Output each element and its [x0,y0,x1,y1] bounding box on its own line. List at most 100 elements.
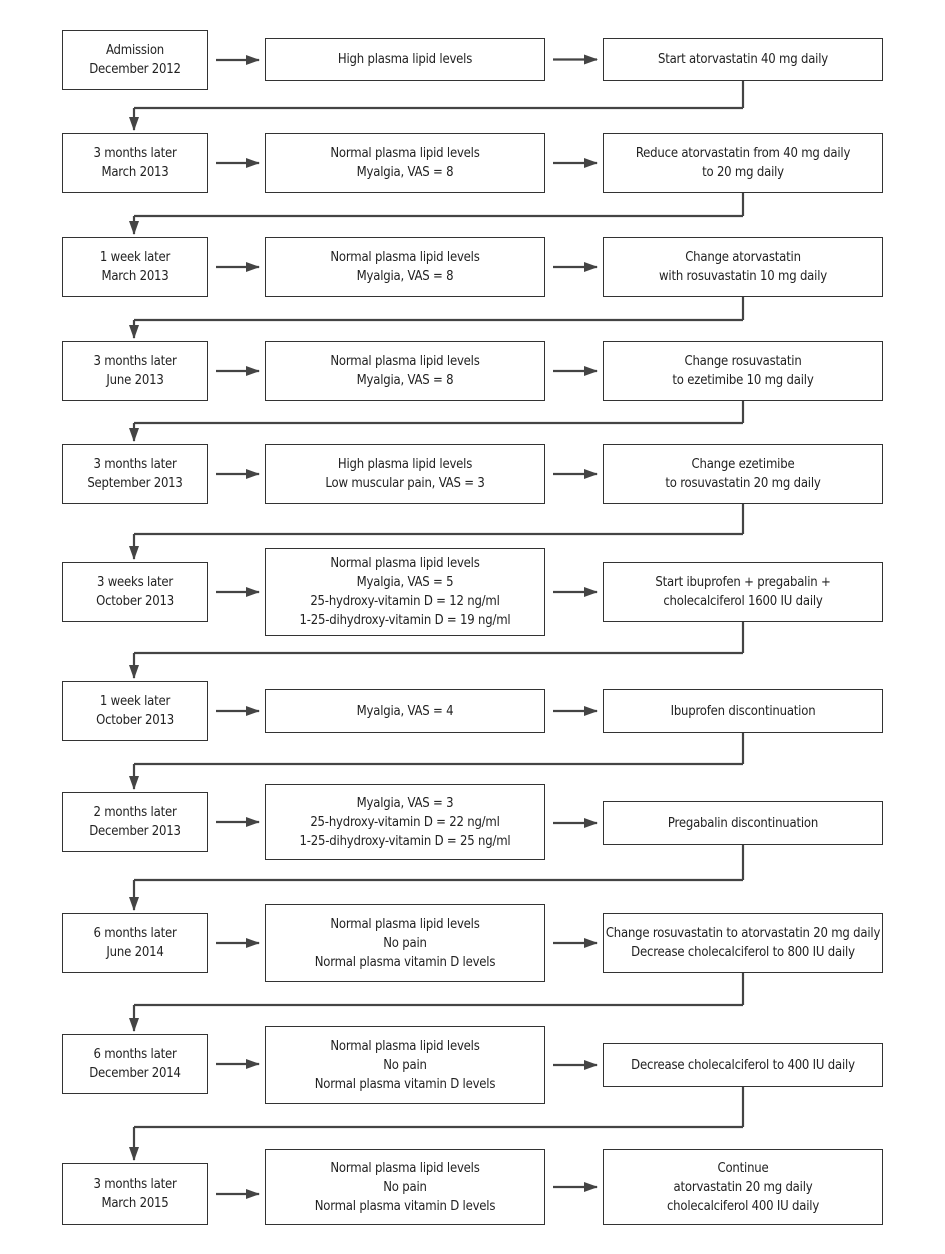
action-text-line: Reduce atorvastatin from 40 mg daily [635,146,851,161]
action-box: Change rosuvastatin to ezetimibe 10 mg da… [603,341,883,401]
action-box: Start atorvastatin 40 mg daily [603,38,883,81]
action-box: Pregabalin discontinuation [603,801,883,845]
finding-text-line: Myalgia, VAS = 5 [356,575,454,590]
finding-text-line: 25-hydroxy-vitamin D = 22 ng/ml [310,814,500,830]
finding-text-line: Normal plasma lipid levels [330,916,480,932]
date-text-line: 6 months later [93,926,177,941]
finding-box: High plasma lipid levels [265,38,545,81]
date-text-line: June 2014 [106,945,164,960]
action-text-line: Change rosuvastatin [684,354,802,369]
finding-text-line: Normal plasma lipid levels [330,1038,480,1054]
date-text-line: 3 months later [93,457,177,472]
finding-text-line: Myalgia, VAS = 3 [356,795,454,811]
action-box: Continue atorvastatin 20 mg daily cholecal… [603,1149,883,1225]
finding-text-line: 25-hydroxy-vitamin D = 12 ng/ml [310,594,500,609]
action-text-line: Decrease cholecalciferol to 800 IU daily [631,945,855,960]
action-box: Change atorvastatin with rosuvastatin 10 … [603,237,883,297]
action-text-line: to rosuvastatin 20 mg daily [665,476,821,491]
date-text-line: March 2013 [101,269,169,284]
finding-text-line: Myalgia, VAS = 8 [356,165,454,180]
date-text-line: December 2012 [89,62,181,77]
action-text-line: Change atorvastatin [685,250,801,265]
finding-text-line: Normal plasma vitamin D levels [314,1198,496,1214]
action-text-line: cholecalciferol 400 IU daily [666,1198,820,1214]
date-text-line: September 2013 [87,476,183,491]
finding-text-line: Normal plasma lipid levels [330,354,480,369]
date-text-line: Admission [105,43,165,58]
date-text-line: October 2013 [96,713,174,728]
action-text-line: Pregabalin discontinuation [667,815,819,831]
date-text-line: October 2013 [96,594,174,609]
action-box: Change rosuvastatin to atorvastatin 20 m… [603,913,883,973]
finding-text-line: No pain [383,1057,427,1073]
action-text-line: Decrease cholecalciferol to 400 IU daily [631,1057,855,1073]
action-box: Start ibuprofen + pregabalin + cholecalci… [603,562,883,622]
date-text-line: 3 weeks later [96,575,174,590]
finding-box: Myalgia, VAS = 4 [265,689,545,733]
finding-text-line: Low muscular pain, VAS = 3 [325,476,485,491]
action-text-line: to 20 mg daily [702,165,784,180]
action-text-line: to ezetimibe 10 mg daily [672,373,814,388]
action-text-line: Start atorvastatin 40 mg daily [657,52,828,67]
date-text-line: December 2014 [89,1066,181,1081]
date-text-line: 3 months later [93,1177,177,1192]
action-text-line: atorvastatin 20 mg daily [673,1179,813,1195]
finding-text-line: No pain [383,1179,427,1195]
action-text-line: Ibuprofen discontinuation [670,703,816,719]
date-text-line: 3 months later [93,146,177,161]
finding-box: Myalgia, VAS = 3 25-hydroxy-vitamin D = 2… [265,784,545,860]
finding-text-line: Normal plasma lipid levels [330,250,480,265]
date-text-line: 1 week later [99,694,171,709]
action-box: Decrease cholecalciferol to 400 IU daily [603,1043,883,1087]
date-text-line: December 2013 [89,824,181,839]
finding-text-line: High plasma lipid levels [337,52,473,67]
date-text-line: March 2013 [101,165,169,180]
finding-text-line: High plasma lipid levels [337,457,473,472]
action-box: Change ezetimibe to rosuvastatin 20 mg da… [603,444,883,504]
finding-text-line: Normal plasma lipid levels [330,146,480,161]
finding-text-line: Myalgia, VAS = 8 [356,269,454,284]
finding-text-line: Normal plasma vitamin D levels [314,954,496,970]
date-text-line: March 2015 [101,1196,169,1211]
action-text-line: cholecalciferol 1600 IU daily [663,594,823,609]
action-box: Ibuprofen discontinuation [603,689,883,733]
finding-text-line: Normal plasma lipid levels [330,556,480,571]
finding-text-line: Normal plasma lipid levels [330,1160,480,1176]
date-text-line: 6 months later [93,1047,177,1062]
date-text-line: 3 months later [93,354,177,369]
finding-text-line: 1-25-dihydroxy-vitamin D = 25 ng/ml [299,833,511,849]
finding-text-line: 1-25-dihydroxy-vitamin D = 19 ng/ml [299,613,511,628]
action-box: Reduce atorvastatin from 40 mg daily to 2… [603,133,883,193]
date-text-line: June 2013 [106,373,164,388]
action-text-line: with rosuvastatin 10 mg daily [659,269,827,284]
finding-text-line: Myalgia, VAS = 4 [356,703,454,719]
date-text-line: 2 months later [93,805,177,820]
finding-text-line: Myalgia, VAS = 8 [356,373,454,388]
finding-text-line: No pain [383,935,427,951]
date-text-line: 1 week later [99,250,171,265]
action-text-line: Continue [717,1160,769,1176]
action-text-line: Start ibuprofen + pregabalin + [655,575,831,590]
finding-text-line: Normal plasma vitamin D levels [314,1076,496,1092]
action-text-line: Change ezetimibe [691,457,795,472]
